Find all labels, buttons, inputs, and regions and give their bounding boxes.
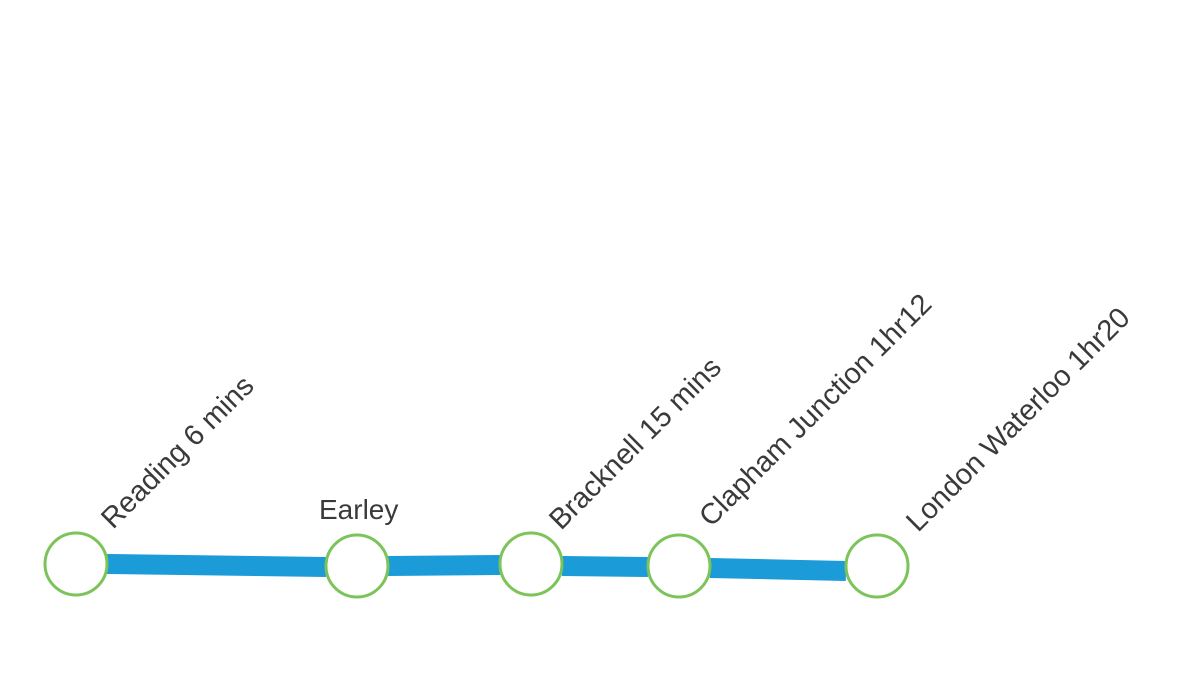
station-marker-earley[interactable] [324, 533, 390, 599]
station-marker-reading[interactable] [43, 531, 109, 597]
track-segment-earley-bracknell [387, 555, 501, 576]
track-segment-clapham-waterloo [709, 558, 847, 581]
station-label-reading: Reading 6 mins [95, 370, 260, 535]
station-marker-clapham-junction[interactable] [646, 533, 712, 599]
station-label-london-waterloo: London Waterloo 1hr20 [900, 302, 1136, 538]
track-segment-bracknell-clapham [561, 556, 649, 577]
station-marker-london-waterloo[interactable] [844, 533, 910, 599]
track-segment-reading-earley [106, 554, 327, 577]
station-label-earley: Earley [319, 494, 398, 525]
station-marker-bracknell[interactable] [498, 531, 564, 597]
station-label-clapham-junction: Clapham Junction 1hr12 [693, 288, 938, 533]
